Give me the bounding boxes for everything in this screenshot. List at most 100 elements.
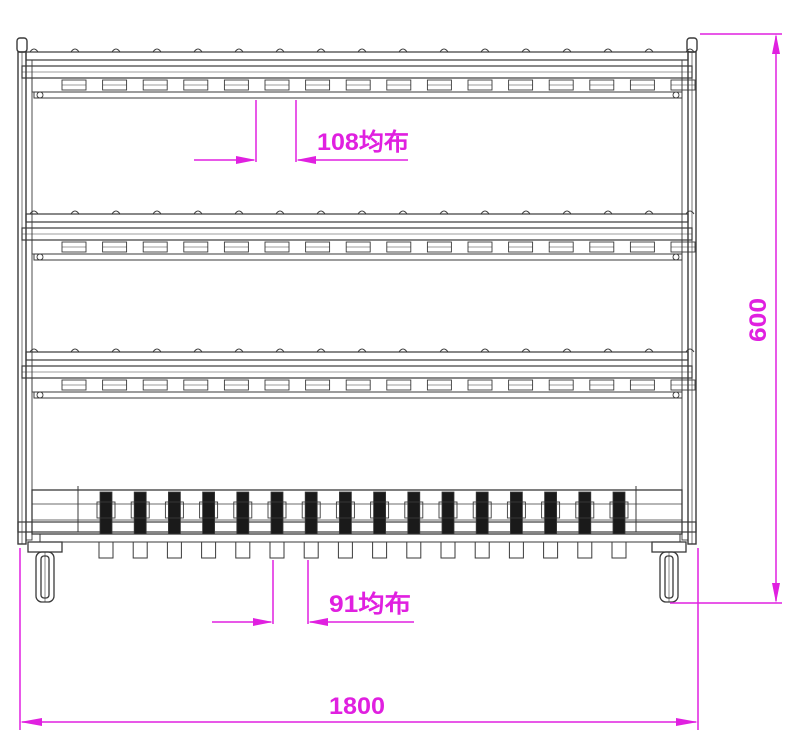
rail-bump <box>562 48 572 53</box>
clamp-jaw <box>472 501 492 519</box>
shelves <box>21 48 696 399</box>
shelf <box>21 348 696 399</box>
clamp-jaw <box>96 501 116 519</box>
shelf-top-rail <box>25 51 689 61</box>
right-top-knob <box>686 37 698 53</box>
rail-bump <box>111 210 121 215</box>
bolt-hole <box>672 391 680 399</box>
clamp-jaw <box>438 501 458 519</box>
clamp-jaw <box>267 501 287 519</box>
clamp-body <box>441 491 455 535</box>
width-arrow-right <box>676 718 698 726</box>
clamp <box>164 491 184 559</box>
base-beam <box>17 521 697 533</box>
shelf-top-rail <box>25 213 689 223</box>
clamp-foot <box>440 541 456 559</box>
clamp-body <box>304 491 318 535</box>
clamp-body <box>270 491 284 535</box>
rail-bump <box>357 48 367 53</box>
rail-bump <box>70 210 80 215</box>
clamp-jaw <box>335 501 355 519</box>
rail-bump <box>70 348 80 353</box>
clamp <box>472 491 492 559</box>
bolt-hole <box>672 91 680 99</box>
rail-bump <box>111 348 121 353</box>
clamp <box>301 491 321 559</box>
upper-pitch-label: 108均布 <box>317 128 409 156</box>
clamp-body <box>612 491 626 535</box>
rail-bump <box>685 348 695 353</box>
clamp <box>404 491 424 559</box>
clamp-foot <box>201 541 217 559</box>
overall-width-label: 1800 <box>329 693 385 720</box>
rail-bump <box>316 348 326 353</box>
rail-bump <box>316 48 326 53</box>
clamp-jaw <box>506 501 526 519</box>
clamp-foot <box>98 541 114 559</box>
rail-bump <box>398 48 408 53</box>
rail-bump <box>234 348 244 353</box>
clamp <box>370 491 390 559</box>
bolt-hole <box>36 91 44 99</box>
clamp <box>609 491 629 559</box>
clamp <box>267 491 287 559</box>
clamp-foot <box>337 541 353 559</box>
clamp-jaw <box>541 501 561 519</box>
bolt-hole <box>36 391 44 399</box>
left-caster <box>27 541 63 603</box>
clamp-body <box>338 491 352 535</box>
clamp-body <box>133 491 147 535</box>
shelf-rod <box>33 391 683 399</box>
clamp-foot <box>132 541 148 559</box>
shelf <box>21 48 696 99</box>
rail-bump <box>275 348 285 353</box>
rail-bump <box>357 210 367 215</box>
rail-bump <box>439 210 449 215</box>
rail-bump <box>521 210 531 215</box>
rail-bump <box>152 210 162 215</box>
clamp-body <box>202 491 216 535</box>
clamp-foot <box>166 541 182 559</box>
rail-bump <box>439 348 449 353</box>
rail-bump <box>70 48 80 53</box>
rail-bump <box>685 48 695 53</box>
rail-bump <box>685 210 695 215</box>
clamp <box>335 491 355 559</box>
width-arrow-left <box>20 718 42 726</box>
rail-bump <box>398 348 408 353</box>
clamp-jaw <box>609 501 629 519</box>
rail-bump <box>644 210 654 215</box>
rail-bump <box>480 210 490 215</box>
left-top-knob <box>16 37 28 53</box>
rail-bump <box>603 348 613 353</box>
rail-bump <box>357 348 367 353</box>
rail-bump <box>316 210 326 215</box>
rail-bump <box>562 210 572 215</box>
rail-bump <box>562 348 572 353</box>
rail-bump <box>29 48 39 53</box>
rail-bump <box>193 48 203 53</box>
casters <box>27 541 687 603</box>
clamp <box>506 491 526 559</box>
shelf <box>21 210 696 261</box>
rail-bump <box>152 48 162 53</box>
clamp-body <box>373 491 387 535</box>
rail-bump <box>398 210 408 215</box>
clamp-body <box>236 491 250 535</box>
rail-bump <box>275 48 285 53</box>
shelf-rod <box>33 91 683 99</box>
clamp-foot <box>303 541 319 559</box>
clamp <box>130 491 150 559</box>
rail-bump <box>603 210 613 215</box>
lower-pitch-label: 91均布 <box>329 590 411 618</box>
rail-bump <box>234 210 244 215</box>
rail-bump <box>275 210 285 215</box>
clamp <box>575 491 595 559</box>
clamp <box>233 491 253 559</box>
rail-bump <box>644 48 654 53</box>
shelf-rod <box>33 253 683 261</box>
rail-bump <box>480 348 490 353</box>
clamp-foot <box>406 541 422 559</box>
bolt-hole <box>672 253 680 261</box>
rail-bump <box>152 348 162 353</box>
